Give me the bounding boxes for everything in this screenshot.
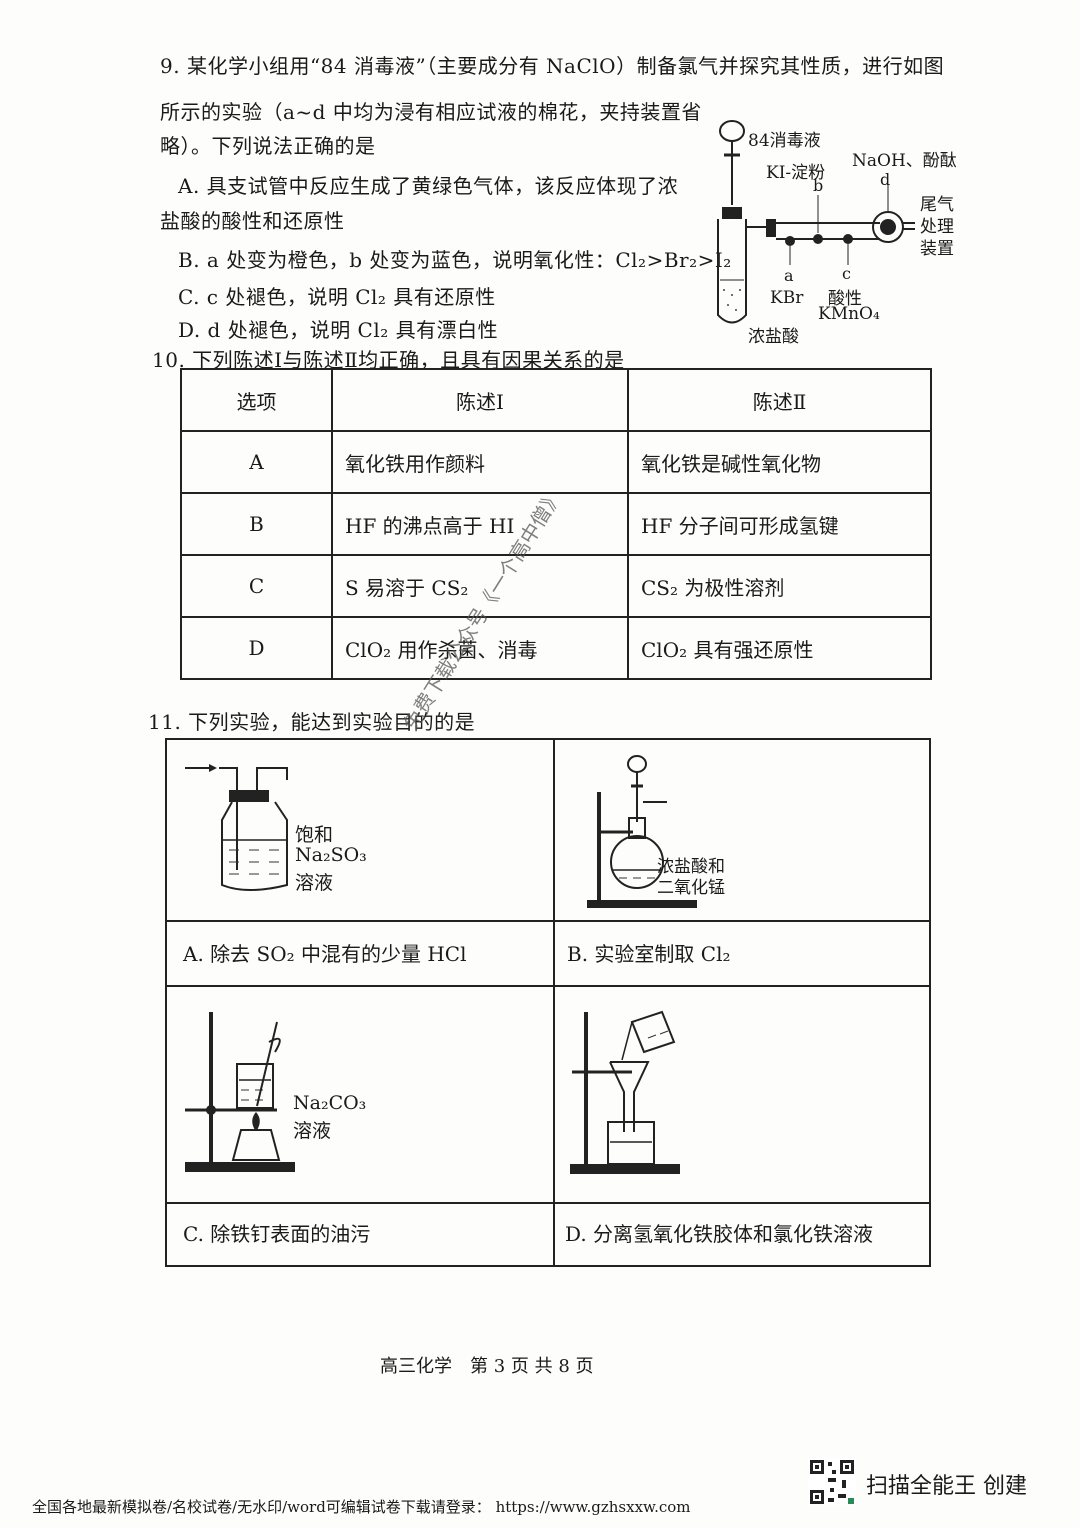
fig-label-tail1: 尾气 xyxy=(920,195,954,215)
row-statement-2: CS₂ 为极性溶剂 xyxy=(627,554,932,618)
download-line: 全国各地最新模拟卷/名校试卷/无水印/word可编辑试卷下载请登录： https… xyxy=(32,1498,691,1516)
fig-label-kbr: KBr xyxy=(770,288,804,308)
q11-caption-c: C. 除铁钉表面的油污 xyxy=(183,1222,371,1246)
fig-label-hcl: 浓盐酸 xyxy=(748,327,799,347)
fig-c-label-2: 溶液 xyxy=(293,1120,332,1142)
q9-apparatus-figure xyxy=(717,120,915,324)
grid-divider-3 xyxy=(167,1202,929,1204)
q11-options-grid: 饱和 Na₂SO₃ 溶液 浓盐酸和 二氧化锰 A. 除去 SO₂ 中混有的少量 … xyxy=(165,738,931,1267)
q9-option-a-line1: A. 具支试管中反应生成了黄绿色气体，该反应体现了浓 xyxy=(178,174,679,198)
q9-line3: 略）。下列说法正确的是 xyxy=(160,134,376,158)
fig-c-heating-setup xyxy=(185,1012,295,1172)
q9-line1: 9. 某化学小组用“84 消毒液”（主要成分有 NaClO）制备氯气并探究其性质… xyxy=(160,54,945,78)
header-statement-2: 陈述Ⅱ xyxy=(627,368,932,432)
fig-c-label-1: Na₂CO₃ xyxy=(293,1092,367,1114)
fig-label-b: b xyxy=(813,176,824,195)
row-statement-1: S 易溶于 CS₂ xyxy=(331,554,629,618)
row-statement-2: ClO₂ 具有强还原性 xyxy=(627,616,932,680)
fig-label-84: 84消毒液 xyxy=(748,131,821,151)
table-header-row: 选项 陈述Ⅰ 陈述Ⅱ xyxy=(180,368,932,432)
fig-a-gas-washing-bottle xyxy=(185,764,288,891)
q9-option-d: D. d 处褪色，说明 Cl₂ 具有漂白性 xyxy=(178,318,499,342)
fig-b-chlorine-setup xyxy=(587,755,697,908)
row-option: B xyxy=(180,492,333,556)
q9-option-a-line2: 盐酸的酸性和还原性 xyxy=(160,209,345,233)
fig-a-label-3: 溶液 xyxy=(295,872,334,894)
grid-divider-vertical xyxy=(553,740,555,1265)
q9-option-c: C. c 处褪色，说明 Cl₂ 具有还原性 xyxy=(178,285,496,309)
table-row: C S 易溶于 CS₂ CS₂ 为极性溶剂 xyxy=(180,554,932,618)
row-statement-1: ClO₂ 用作杀菌、消毒 xyxy=(331,616,629,680)
fig-label-acid2: KMnO₄ xyxy=(818,304,880,324)
q11-title: 11. 下列实验，能达到实验目的的是 xyxy=(148,710,476,734)
q9-option-b: B. a 处变为橙色，b 处变为蓝色，说明氧化性：Cl₂>Br₂>I₂ xyxy=(178,248,732,272)
table-row: D ClO₂ 用作杀菌、消毒 ClO₂ 具有强还原性 xyxy=(180,616,932,680)
fig-a-label-2: Na₂SO₃ xyxy=(295,844,367,866)
fig-label-tail2: 处理 xyxy=(920,217,954,237)
row-statement-1: HF 的沸点高于 HI xyxy=(331,492,629,556)
fig-label-naoh: NaOH、酚酞 xyxy=(852,151,957,171)
fig-label-c: c xyxy=(842,264,851,283)
row-statement-2: 氧化铁是碱性氧化物 xyxy=(627,430,932,494)
q10-title: 10. 下列陈述Ⅰ与陈述Ⅱ均正确，且具有因果关系的是 xyxy=(152,348,625,372)
row-option: C xyxy=(180,554,333,618)
header-option: 选项 xyxy=(180,368,333,432)
fig-b-label-1: 浓盐酸和 xyxy=(657,857,725,877)
fig-label-a: a xyxy=(784,266,794,285)
grid-divider-2 xyxy=(167,985,929,987)
row-statement-2: HF 分子间可形成氢键 xyxy=(627,492,932,556)
fig-d-filtration-setup xyxy=(570,1010,680,1174)
q11-caption-b: B. 实验室制取 Cl₂ xyxy=(567,942,731,966)
q9-line2: 所示的实验（a~d 中均为浸有相应试液的棉花，夹持装置省 xyxy=(160,100,702,124)
q10-table: 选项 陈述Ⅰ 陈述Ⅱ A 氧化铁用作颜料 氧化铁是碱性氧化物 B HF 的沸点高… xyxy=(180,368,932,680)
grid-divider-1 xyxy=(167,920,929,922)
table-row: A 氧化铁用作颜料 氧化铁是碱性氧化物 xyxy=(180,430,932,494)
fig-label-d: d xyxy=(880,170,891,189)
page-footer: 高三化学 第 3 页 共 8 页 xyxy=(380,1356,594,1377)
fig-b-label-2: 二氧化锰 xyxy=(657,878,725,898)
q11-caption-a: A. 除去 SO₂ 中混有的少量 HCl xyxy=(183,942,467,966)
q11-caption-d: D. 分离氢氧化铁胶体和氯化铁溶液 xyxy=(565,1222,874,1246)
camscanner-mark: 扫描全能王 创建 xyxy=(866,1474,1027,1499)
qr-code-icon xyxy=(808,1458,856,1506)
table-row: B HF 的沸点高于 HI HF 分子间可形成氢键 xyxy=(180,492,932,556)
fig-a-label-1: 饱和 xyxy=(295,824,334,846)
fig-label-acid1: 酸性 xyxy=(828,289,862,309)
header-statement-1: 陈述Ⅰ xyxy=(331,368,629,432)
row-option: A xyxy=(180,430,333,494)
row-statement-1: 氧化铁用作颜料 xyxy=(331,430,629,494)
fig-label-ki: KI-淀粉 xyxy=(766,163,826,183)
row-option: D xyxy=(180,616,333,680)
fig-label-tail3: 装置 xyxy=(920,239,954,259)
